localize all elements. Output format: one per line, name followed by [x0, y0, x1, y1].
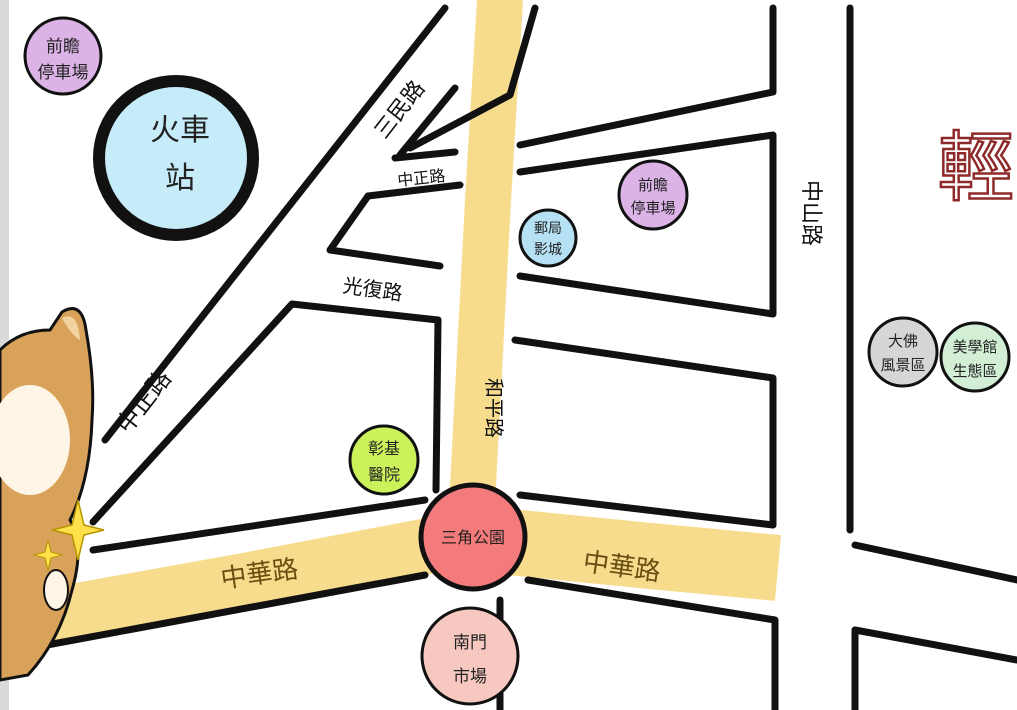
parking-mid-marker-icon — [617, 159, 689, 231]
art-museum-marker-icon — [939, 321, 1011, 393]
parking-mid-line1: 前瞻 — [638, 176, 668, 194]
san-min-road-lower-edge — [396, 84, 459, 159]
hospital-line2: 醫院 — [368, 465, 400, 484]
art-museum-line1: 美學館 — [952, 338, 997, 356]
poi-south-gate-market[interactable]: 南門 市場 — [420, 606, 520, 706]
sparkle-icon — [51, 499, 105, 561]
great-buddha-line2: 風景區 — [880, 356, 925, 374]
zhong-zheng-road-upper-edge — [101, 4, 449, 444]
poi-parking-top-left[interactable]: 前瞻 停車場 — [23, 16, 103, 96]
san-min-road-upper-edge — [406, 4, 539, 152]
zhong-hua-right-lower-edge — [524, 576, 779, 710]
block-top-right-edge — [516, 4, 777, 149]
road-outlines — [16, 4, 1017, 710]
poi-post-office[interactable]: 郵局 影城 — [518, 208, 578, 268]
edge-heading-text: 輕 — [938, 123, 1014, 212]
zhong-zheng-short-lower-edge — [364, 181, 464, 200]
he-ping-left-edge — [432, 316, 442, 494]
right-cross-road-lower — [851, 626, 1017, 664]
he-ping-road-label: 和平路 — [482, 378, 506, 438]
parking-top-left-line2: 停車場 — [38, 63, 89, 83]
shiba-dog-icon — [0, 307, 105, 682]
hospital-line1: 彰基 — [368, 439, 400, 458]
art-museum-line2: 生態區 — [952, 362, 997, 380]
block-post-office — [516, 131, 777, 318]
train-station-line1: 火車 — [150, 113, 210, 148]
poi-triangle-park[interactable]: 三角公園 — [418, 482, 528, 592]
market-marker-icon — [420, 606, 520, 706]
train-station-line2: 站 — [165, 161, 195, 196]
zhong-zheng-short-label: 中正路 — [396, 166, 446, 190]
parking-top-left-line1: 前瞻 — [46, 37, 80, 57]
train-station-marker-icon — [93, 75, 259, 241]
triangle-park-marker-icon — [418, 482, 528, 592]
block-right-of-heping — [511, 336, 777, 529]
great-buddha-line1: 大佛 — [888, 332, 918, 350]
parking-mid-line2: 停車場 — [630, 199, 675, 217]
zhong-zheng-long-label: 中正路 — [111, 365, 177, 439]
poi-hospital[interactable]: 彰基 醫院 — [348, 424, 420, 496]
great-buddha-marker-icon — [867, 316, 939, 388]
zhong-zheng-short-upper-edge — [391, 148, 459, 162]
zhong-hua-left-highlight — [0, 510, 476, 653]
post-office-line1: 郵局 — [534, 221, 562, 237]
right-cross-road-upper — [851, 541, 1017, 584]
poi-parking-mid[interactable]: 前瞻 停車場 — [617, 159, 689, 231]
poi-train-station[interactable]: 火車 站 — [93, 75, 259, 241]
market-line2: 市場 — [453, 667, 487, 687]
guang-fu-lower-edge — [288, 300, 442, 324]
post-office-marker-icon — [518, 208, 578, 268]
poi-great-buddha[interactable]: 大佛 風景區 — [867, 316, 939, 388]
triangle-park-label: 三角公園 — [441, 528, 505, 547]
zhong-hua-left-upper-edge — [89, 496, 429, 554]
hospital-marker-icon — [348, 424, 420, 496]
block-between-roads — [326, 192, 444, 270]
post-office-line2: 影城 — [534, 242, 562, 258]
zhong-shan-road-label: 中山路 — [798, 180, 823, 246]
zhong-zheng-road-lower-edge — [89, 300, 296, 526]
zhong-hua-left-lower-edge — [16, 571, 429, 654]
poi-art-museum[interactable]: 美學館 生態區 — [939, 321, 1011, 393]
guang-fu-road-label: 光復路 — [341, 273, 404, 305]
market-line1: 南門 — [453, 633, 487, 653]
parking-marker-icon — [23, 16, 103, 96]
